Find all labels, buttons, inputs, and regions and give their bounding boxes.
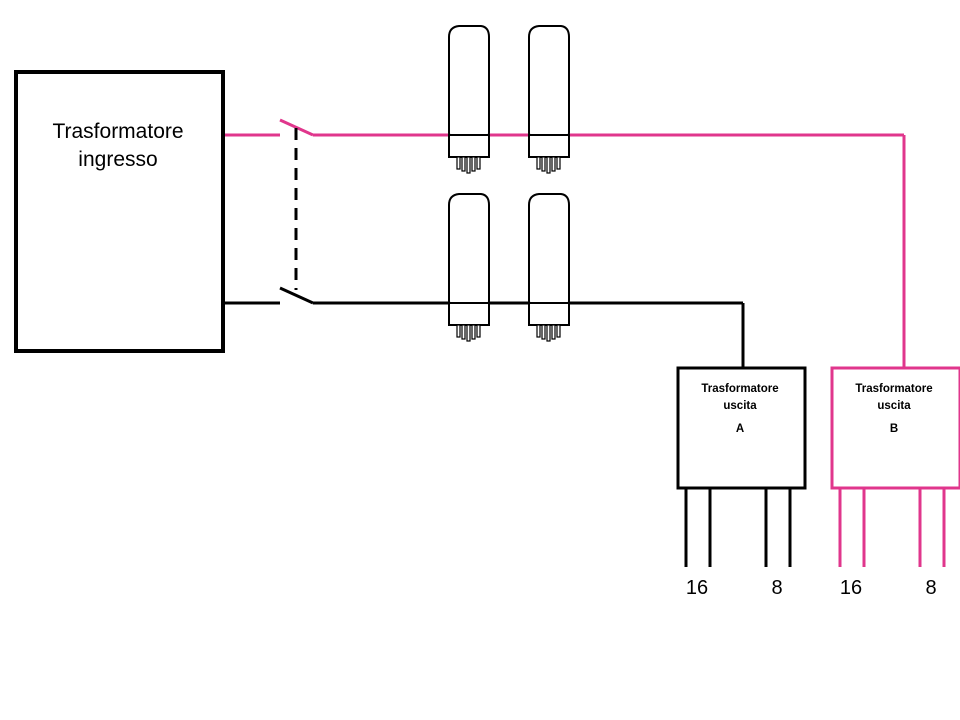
output-transformer-a-label-1: Trasformatore xyxy=(701,383,778,395)
channel-b-wire xyxy=(225,118,906,368)
output-b-tap-8: 8 xyxy=(925,577,936,599)
tube-icon-top-left xyxy=(448,25,490,174)
output-a-tap-8: 8 xyxy=(771,577,782,599)
output-transformer-b-label-1: Trasformatore xyxy=(855,383,932,395)
output-transformer-b-label-2: uscita xyxy=(877,400,911,412)
output-transformer-b-box xyxy=(830,366,960,490)
tube-icon-bottom-right xyxy=(528,193,570,342)
input-transformer-box xyxy=(14,70,225,353)
input-transformer-label-2: ingresso xyxy=(78,148,157,171)
output-transformer-a-label-2: uscita xyxy=(723,400,757,412)
output-transformer-b-id: B xyxy=(890,423,898,435)
output-b-leads xyxy=(838,488,946,567)
output-transformer-a-box xyxy=(676,366,807,490)
tube-icon-bottom-left xyxy=(448,193,490,342)
output-transformer-a-id: A xyxy=(736,423,744,435)
output-b-tap-16: 16 xyxy=(840,577,862,599)
output-a-leads xyxy=(684,488,792,567)
tube-icon-top-right xyxy=(528,25,570,174)
output-a-tap-16: 16 xyxy=(686,577,708,599)
input-transformer-label-1: Trasformatore xyxy=(52,120,183,143)
